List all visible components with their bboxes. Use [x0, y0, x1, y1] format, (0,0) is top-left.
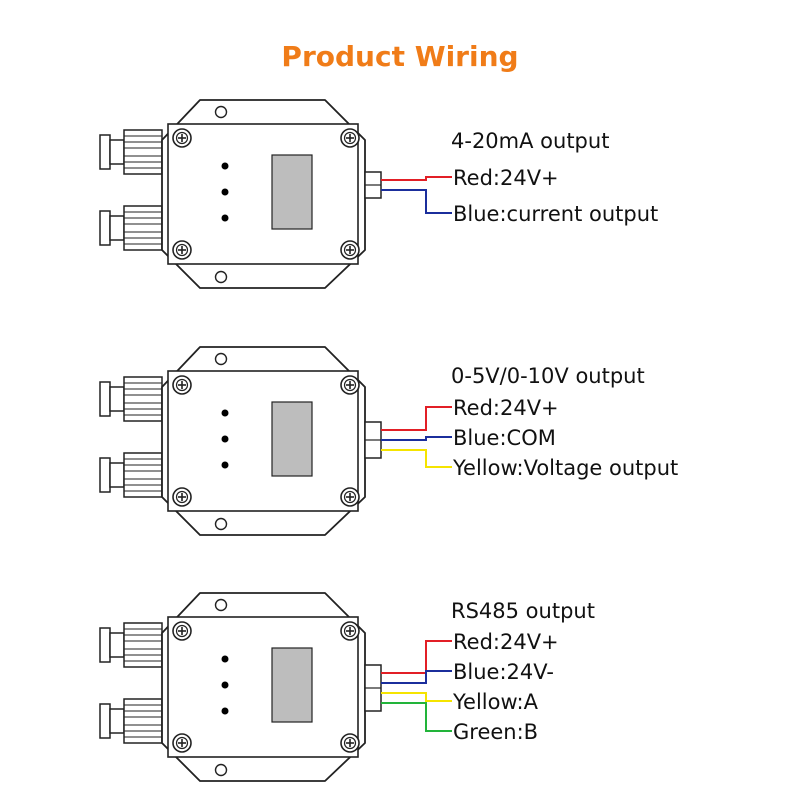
wire-label-red-2: Red:24V+ — [453, 630, 559, 654]
section-heading-1: 0-5V/0-10V output — [451, 364, 645, 388]
fitting-top-1-flange — [99, 381, 111, 417]
fitting-top-1-tube — [109, 386, 125, 412]
wire-blue-1 — [381, 436, 452, 441]
indicator-dot-2-0 — [221, 655, 229, 663]
wire-red-1 — [381, 406, 452, 431]
indicator-dot-0-0 — [221, 162, 229, 170]
mount-hole-bottom-0 — [214, 270, 228, 284]
fitting-bottom-2-flange — [99, 703, 111, 739]
mount-hole-top-0 — [214, 105, 228, 119]
indicator-dot-2-2 — [221, 707, 229, 715]
fitting-top-0-flange — [99, 134, 111, 170]
display-window-1 — [271, 401, 313, 477]
wire-label-blue-0: Blue:current output — [453, 202, 658, 226]
fitting-bottom-2-tube — [109, 708, 125, 734]
mount-hole-bottom-2 — [214, 763, 228, 777]
mount-hole-top-1 — [214, 352, 228, 366]
fitting-top-0 — [99, 129, 163, 175]
fitting-bottom-0 — [99, 205, 163, 251]
fitting-bottom-1-flange — [99, 457, 111, 493]
section-heading-2: RS485 output — [451, 599, 595, 623]
wire-label-yellow-2: Yellow:A — [452, 690, 539, 714]
wire-label-red-1: Red:24V+ — [453, 396, 559, 420]
wire-red-0 — [381, 176, 452, 181]
wire-label-blue-2: Blue:24V- — [453, 660, 554, 684]
fitting-bottom-1-nut — [123, 452, 163, 498]
wire-yellow-2 — [381, 692, 452, 702]
fitting-top-2-tube — [109, 632, 125, 658]
fitting-top-2-flange — [99, 627, 111, 663]
wire-blue-0 — [381, 189, 452, 214]
wire-label-green-2: Green:B — [453, 720, 538, 744]
indicator-dot-2-1 — [221, 681, 229, 689]
display-window-2 — [271, 647, 313, 723]
wire-blue-2 — [381, 670, 452, 684]
fitting-bottom-0-nut — [123, 205, 163, 251]
page-title: Product Wiring — [281, 40, 519, 73]
mount-hole-bottom-1 — [214, 517, 228, 531]
mount-hole-top-2 — [214, 598, 228, 612]
indicator-dot-0-1 — [221, 188, 229, 196]
fitting-bottom-2 — [99, 698, 163, 744]
fitting-bottom-2-nut — [123, 698, 163, 744]
fitting-bottom-0-flange — [99, 210, 111, 246]
wire-label-red-0: Red:24V+ — [453, 166, 559, 190]
wire-label-blue-1: Blue:COM — [453, 426, 556, 450]
fitting-top-1-nut — [123, 376, 163, 422]
indicator-dot-0-2 — [221, 214, 229, 222]
indicator-dot-1-2 — [221, 461, 229, 469]
fitting-bottom-1 — [99, 452, 163, 498]
wire-yellow-1 — [381, 449, 452, 468]
fitting-top-2 — [99, 622, 163, 668]
fitting-top-2-nut — [123, 622, 163, 668]
wire-label-yellow-1: Yellow:Voltage output — [452, 456, 678, 480]
fitting-top-0-nut — [123, 129, 163, 175]
display-window-0 — [271, 154, 313, 230]
housing-panel-2 — [167, 616, 359, 758]
section-heading-0: 4-20mA output — [451, 129, 609, 153]
wire-green-2 — [381, 702, 452, 732]
fitting-bottom-1-tube — [109, 462, 125, 488]
fitting-top-1 — [99, 376, 163, 422]
housing-panel-0 — [167, 123, 359, 265]
indicator-dot-1-0 — [221, 409, 229, 417]
fitting-top-0-tube — [109, 139, 125, 165]
indicator-dot-1-1 — [221, 435, 229, 443]
fitting-bottom-0-tube — [109, 215, 125, 241]
wire-red-2 — [381, 640, 452, 674]
housing-panel-1 — [167, 370, 359, 512]
